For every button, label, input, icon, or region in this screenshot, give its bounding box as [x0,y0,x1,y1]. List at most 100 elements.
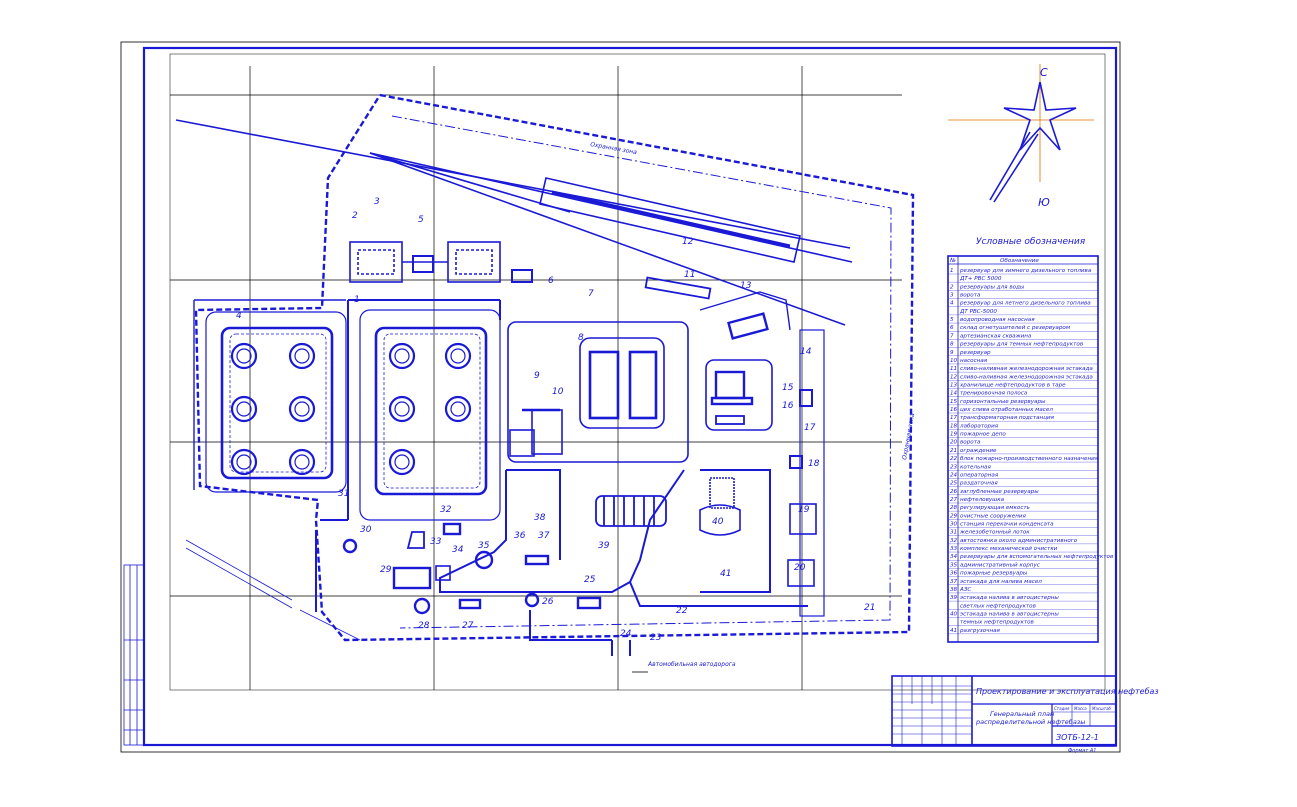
legend-row-number: 13 [950,382,958,388]
title-stage: Стадия [1054,706,1070,711]
label-6: 6 [548,276,554,286]
compass-rose: С Ю [948,64,1094,209]
title-main: Проектирование и эксплуатация нефтебаз [976,687,1159,696]
legend-row-text: трансформаторная подстанция [960,415,1055,421]
dark-products-reservoirs-8 [507,321,689,463]
estakada-40-41 [699,477,817,587]
lower-left-facilities [342,522,602,615]
legend-row-number: 18 [950,423,958,429]
label-11: 11 [684,270,695,280]
legend-row-number: 16 [950,407,958,413]
legend-row-number: 29 [950,513,958,519]
legend-row-text: котельная [960,464,991,470]
rail-estakada-12 [539,177,801,263]
label-25: 25 [584,575,596,585]
legend-row-number: 27 [950,497,958,503]
legend-row-number: 35 [950,562,958,568]
legend-row-number: 36 [950,571,958,577]
compass-north: С [1040,66,1048,79]
label-28: 28 [418,621,430,631]
internal-roads [193,299,808,656]
plan-border [169,53,1106,691]
legend-row-text: регулирующая емкость [959,505,1030,511]
legend-row-number: 15 [950,399,958,405]
legend-row-number: 4 [950,301,954,307]
label-32: 32 [440,505,452,515]
legend-row-number: 23 [950,464,958,470]
legend-row-text: резервуары для темных нефтепродуктов [959,342,1083,348]
legend-row-text: водопроводная насосная [960,317,1035,323]
legend-row-text: резервуар для зимнего дизельного топлива [959,268,1092,274]
legend-row-text: АЗС [959,587,971,593]
legend-row-text: железобетонный лоток [959,530,1030,536]
legend-row-number: 26 [950,489,958,495]
legend-row-text: светлых нефтепродуктов [960,603,1036,609]
legend-row-number: 2 [950,284,954,290]
label-16: 16 [782,401,794,411]
label-2: 2 [352,211,358,221]
title-code: ЗОТБ-12-1 [1056,733,1099,742]
legend-title: Условные обозначения [976,237,1086,247]
label-19: 19 [798,505,810,515]
legend-row-text: хранилище нефтепродуктов в таре [959,382,1066,388]
legend-row-text: административный корпус [960,562,1040,568]
sheet-trim-frame [120,41,1121,753]
label-8: 8 [578,333,584,343]
legend-row-text: склад огнетушителей с резервуаром [960,325,1071,331]
drawing-frame [142,46,1118,747]
label-13: 13 [740,281,752,291]
label-15: 15 [782,383,794,393]
rail-estakada-11 [644,276,712,300]
title-sheet-2: распределительной нефтебазы [975,718,1085,726]
legend-row-text: ворота [960,293,981,299]
legend-row-text: артезианская скважина [960,333,1032,339]
label-12: 12 [682,237,694,247]
label-17: 17 [804,423,816,433]
legend-row-number: 38 [950,587,958,593]
label-24: 24 [620,629,632,639]
legend-row-text: эстакада налива в автоцистерны [960,611,1059,617]
legend-row-text: эстакада налива в автоцистерны [960,595,1059,601]
legend-row-text: автостоянка около административного [960,538,1078,544]
legend-col-name: Обозначение [1000,258,1039,264]
legend-row-number: 19 [950,432,958,438]
outer-road-hatch [185,539,361,641]
label-40: 40 [712,517,724,527]
label-39: 39 [598,541,610,551]
security-zone-label-right: Охранная зона [901,412,916,460]
legend-row-number: 40 [950,611,958,617]
label-41: 41 [720,569,731,579]
pump-station-10 [509,408,563,457]
legend-row-text: станция перекачки конденсата [960,522,1054,528]
legend-row-text: ДТ РВС-5000 [959,309,997,315]
legend-row-number: 10 [950,358,958,364]
label-26: 26 [542,597,554,607]
label-23: 23 [650,633,662,643]
circular-tanks [230,342,472,476]
legend-row-text: заглубленные резервуары [960,489,1039,495]
title-block [891,675,1117,747]
legend-row-number: 7 [950,333,954,339]
legend-row-text: резервуары для воды [959,284,1025,290]
label-3: 3 [374,197,380,207]
compass-south: Ю [1038,196,1050,209]
legend-row-text: пожарное депо [960,432,1006,438]
legend-row-number: 33 [950,546,958,552]
legend-row-text: блок пожарно-производственного назначени… [960,456,1099,462]
road-label: Автомобильная автодорога [647,661,736,668]
legend-row-number: 14 [950,391,958,397]
legend-row-number: 1 [950,268,954,274]
label-10: 10 [552,387,564,397]
legend-row-text: ограждение [960,448,997,454]
label-4: 4 [236,311,242,321]
railway [175,119,853,326]
legend-row-text: цех слива отработанных масел [960,407,1053,413]
security-zone-label-top: Охранная зона [590,141,638,156]
legend-row-text: темных нефтепродуктов [960,620,1034,626]
legend-row-text: лаборатория [959,423,999,429]
storage-13-15-16 [699,291,825,617]
legend-row-text: очистные сооружения [960,513,1027,519]
estakada-39 [595,495,667,527]
title-sheet-1: Генеральный план [990,710,1054,718]
